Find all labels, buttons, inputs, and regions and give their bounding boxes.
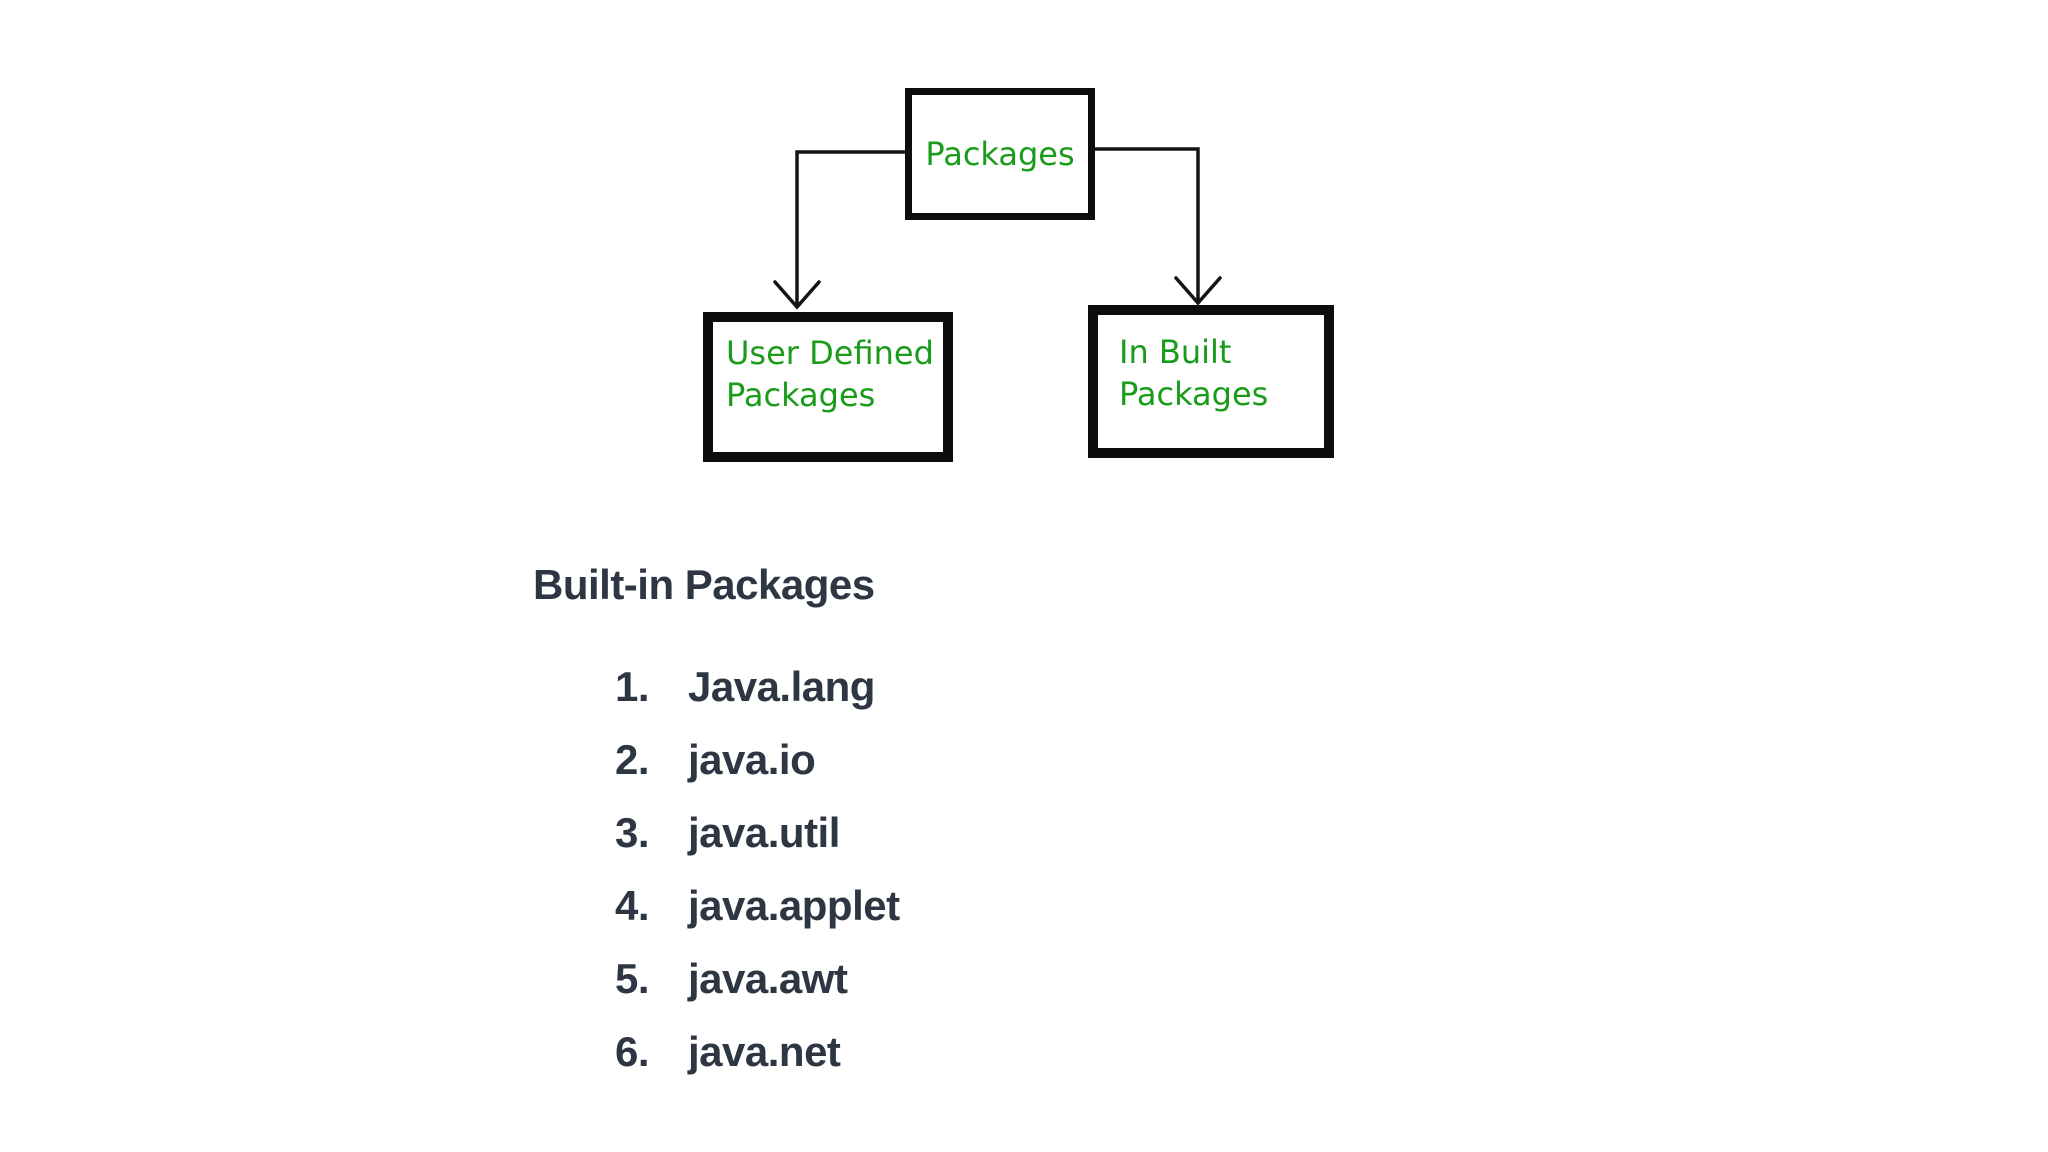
- node-in-built-packages: In Built Packages: [1088, 305, 1334, 458]
- node-packages: Packages: [905, 88, 1095, 220]
- list-item: 6. java.net: [615, 1015, 900, 1088]
- list-item-name: java.io: [688, 735, 816, 783]
- list-item-name: Java.lang: [688, 662, 875, 710]
- list-item: 5. java.awt: [615, 942, 900, 1015]
- list-title: Built-in Packages: [533, 561, 875, 608]
- node-user-defined-packages: User Defined Packages: [703, 312, 953, 462]
- list-item-name: java.net: [688, 1027, 841, 1075]
- list-item-number: 3.: [615, 808, 650, 856]
- list-item-name: java.awt: [688, 954, 848, 1002]
- connector-left-arrow: [773, 150, 912, 310]
- list-item: 4. java.applet: [615, 869, 900, 942]
- built-in-packages-list: 1. Java.lang 2. java.io 3. java.util 4. …: [615, 650, 900, 1088]
- list-item-number: 1.: [615, 662, 650, 710]
- connector-right-arrow: [1093, 147, 1222, 306]
- list-item-number: 6.: [615, 1027, 650, 1075]
- list-item: 2. java.io: [615, 723, 900, 796]
- list-item-name: java.applet: [688, 881, 900, 929]
- list-item-number: 4.: [615, 881, 650, 929]
- list-item: 1. Java.lang: [615, 650, 900, 723]
- list-item: 3. java.util: [615, 796, 900, 869]
- list-item-name: java.util: [688, 808, 840, 856]
- list-item-number: 5.: [615, 954, 650, 1002]
- list-item-number: 2.: [615, 735, 650, 783]
